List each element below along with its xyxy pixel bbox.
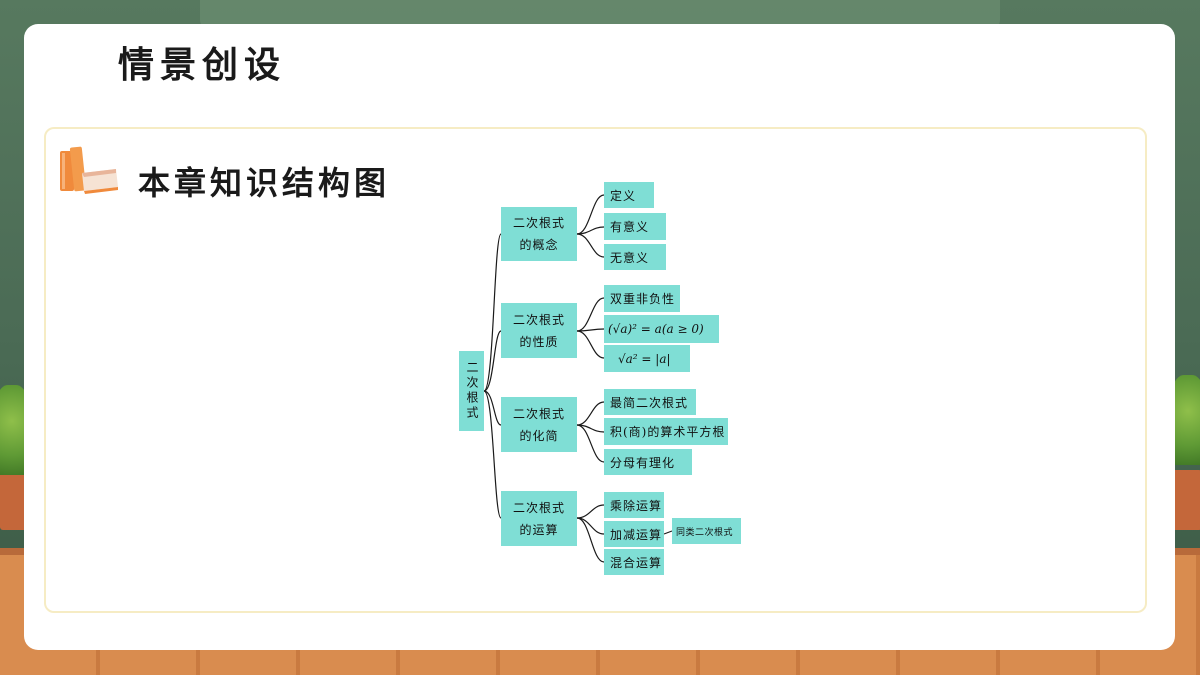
category-node-operation: 二次根式 的运算 [501,491,577,546]
leaf-node: 无意义 [604,244,666,270]
category-label-line1: 二次根式 [512,500,565,515]
section-title: 本章知识结构图 [138,164,391,202]
leaf-node: 最简二次根式 [604,389,696,415]
category-label-line2: 的化简 [519,428,559,443]
leaf-node-similar-radicals: 同类二次根式 [672,518,741,544]
leaf-node: 分母有理化 [604,449,692,475]
leaf-node-formula: (√a)² = a(a ≥ 0) [604,315,719,343]
leaf-node: 乘除运算 [604,492,664,518]
leaf-node: 有意义 [604,213,666,240]
category-node-property: 二次根式 的性质 [501,303,577,358]
leaf-node: 加减运算 [604,521,664,547]
category-label-line1: 二次根式 [512,312,565,327]
category-label-line1: 二次根式 [512,216,565,230]
category-label-line2: 的性质 [519,334,559,349]
right-plant-pot [1172,470,1200,530]
leaf-node: 定义 [604,182,654,208]
root-label: 二次根式 [465,361,479,421]
leaf-node-formula: √a² = |a| [604,345,690,372]
page-title: 情景创设 [118,44,287,86]
category-node-concept: 二次根式 的概念 [501,207,577,261]
category-label-line1: 二次根式 [512,406,565,421]
category-node-simplify: 二次根式 的化简 [501,397,577,452]
books-icon [60,146,118,194]
leaf-node: 积(商)的算术平方根 [604,418,728,445]
mindmap-root-node: 二次根式 [459,351,484,431]
leaf-node: 双重非负性 [604,285,680,312]
leaf-node: 混合运算 [604,549,664,575]
category-label-line2: 的概念 [519,238,559,252]
category-label-line2: 的运算 [519,522,559,537]
